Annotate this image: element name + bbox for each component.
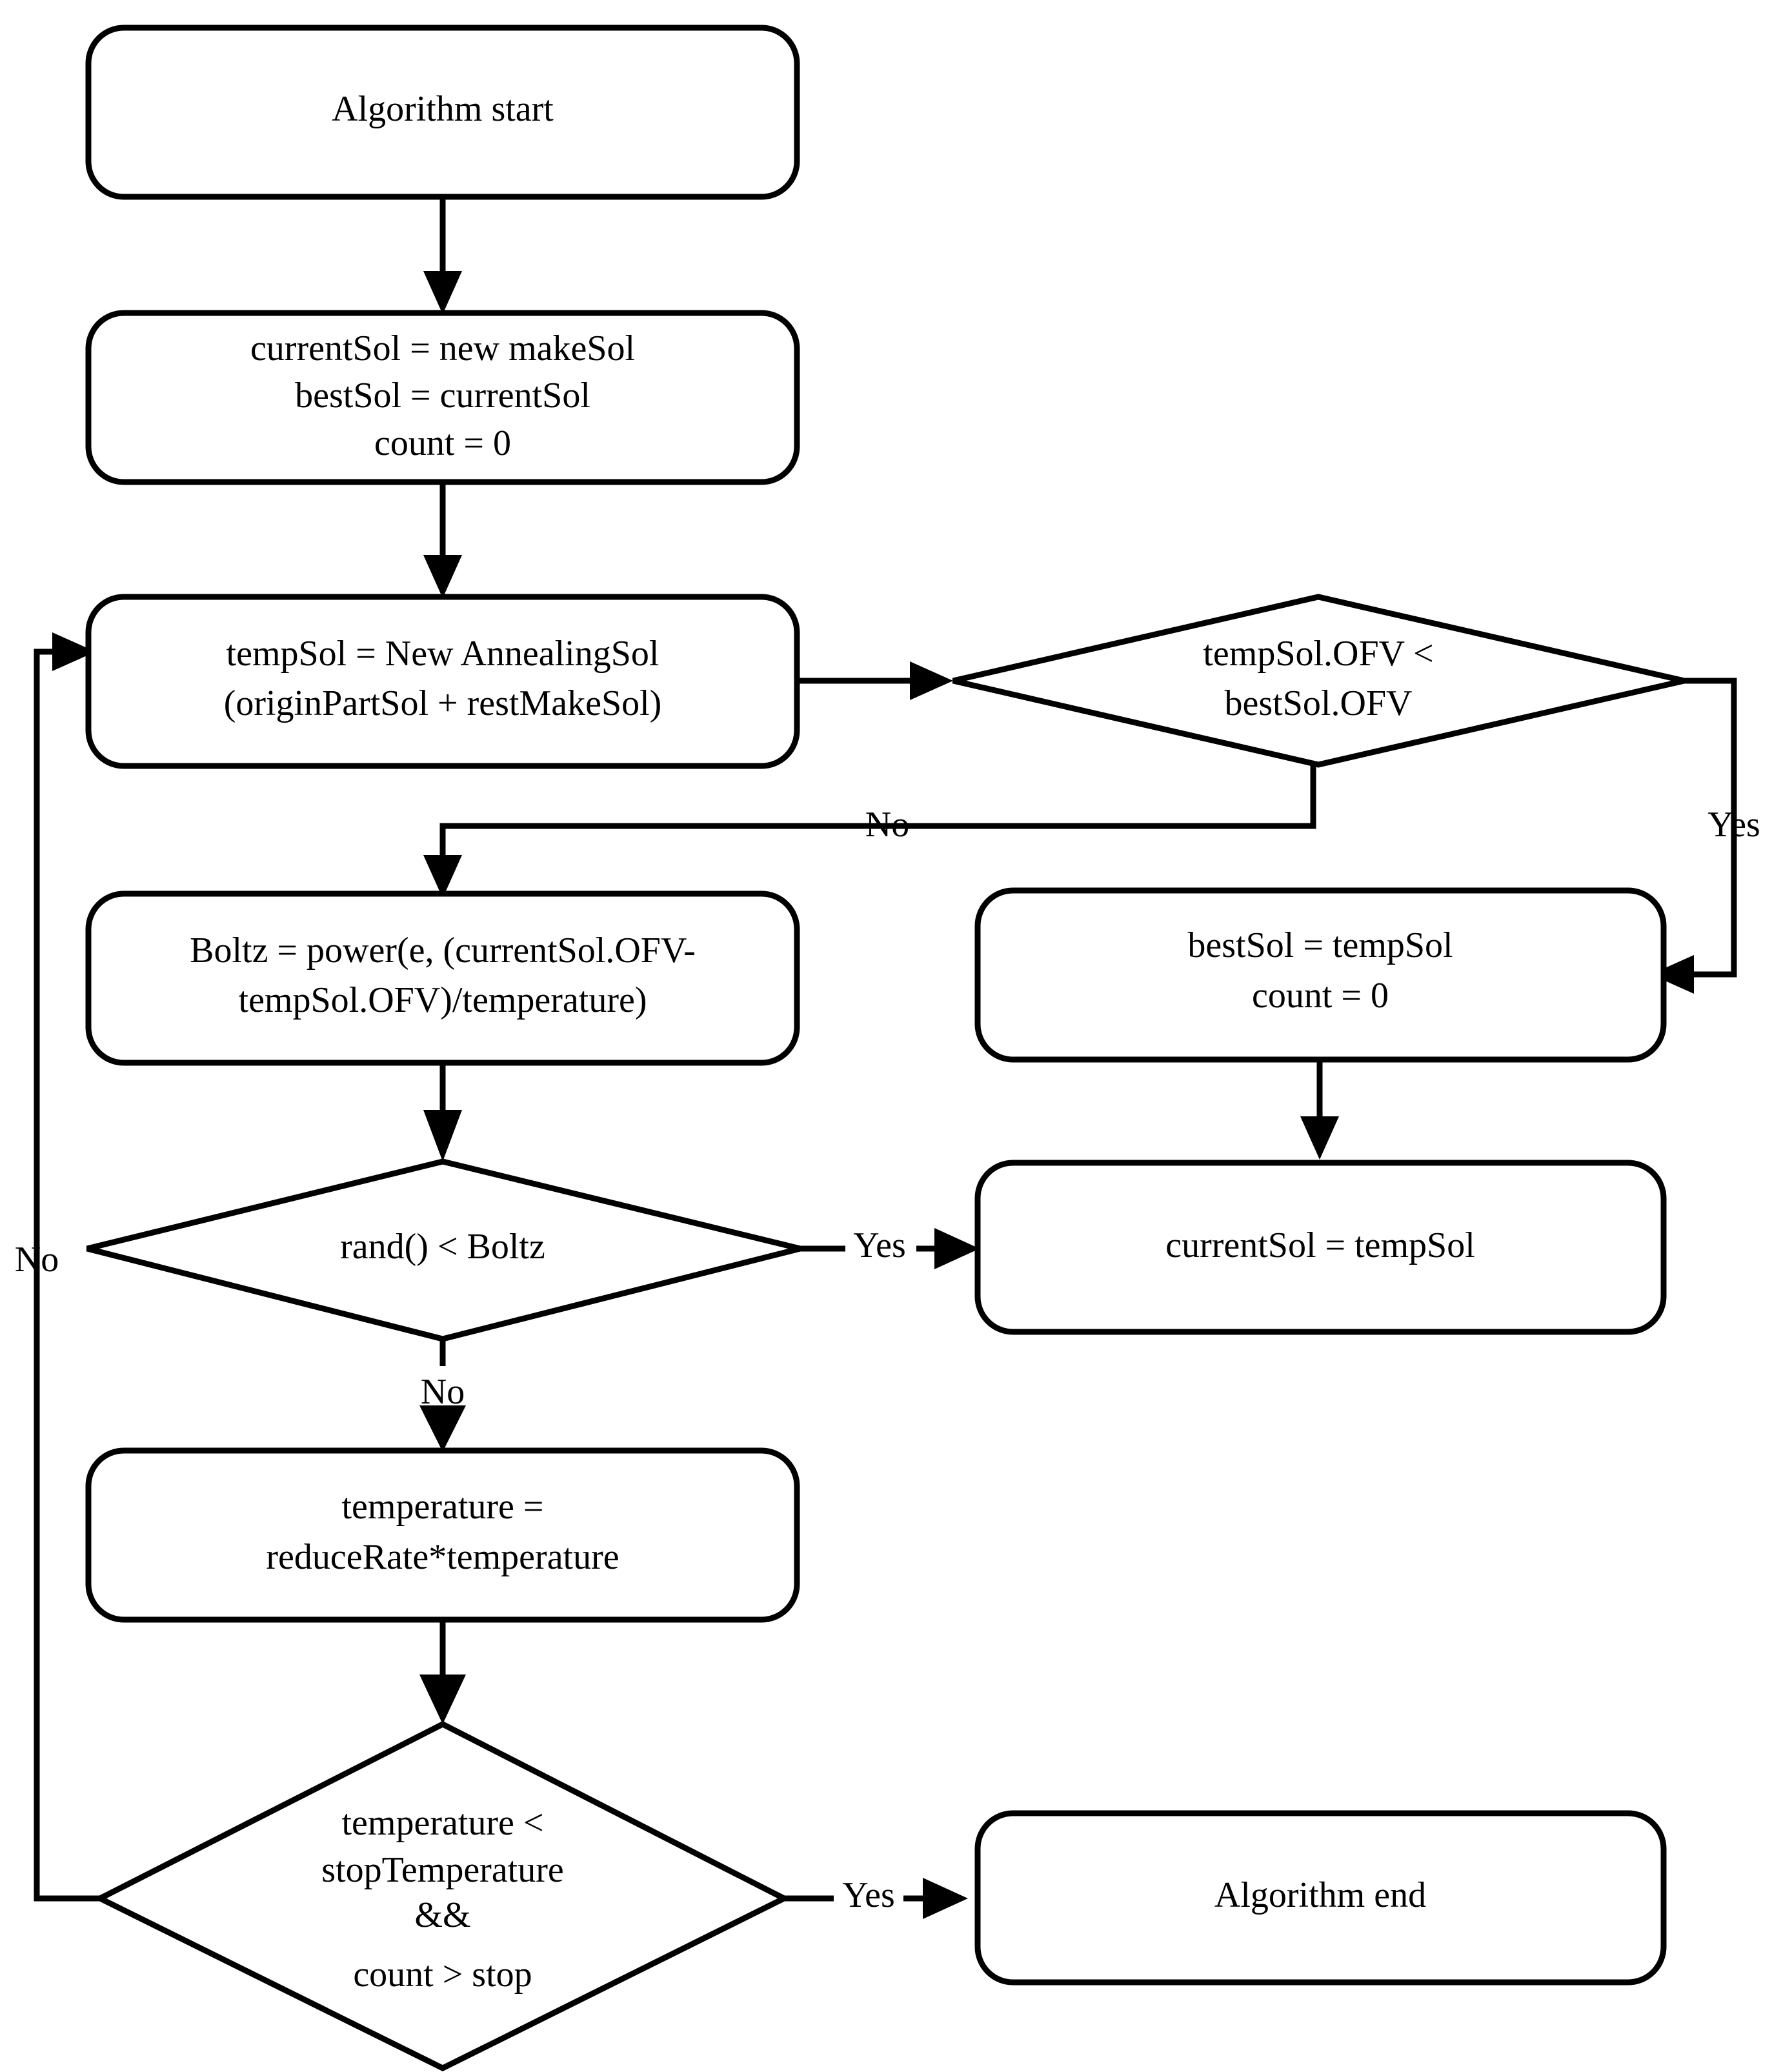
- node-compare-ofv-line-1: bestSol.OFV: [1225, 683, 1413, 723]
- edge-rand-no: [419, 1339, 466, 1452]
- node-update-best-shape[interactable]: [974, 887, 1667, 1063]
- node-update-best[interactable]: bestSol = tempSol count = 0: [974, 887, 1667, 1063]
- node-boltz-line-1: tempSol.OFV)/temperature): [239, 980, 647, 1020]
- node-compare-ofv-line-0: tempSol.OFV <: [1203, 634, 1433, 674]
- edge-temp-to-stop: [419, 1618, 466, 1724]
- edge-stop-yes: [784, 1878, 968, 1919]
- edge-start-to-init: [423, 197, 462, 314]
- edge-label-compare-yes: Yes: [1707, 805, 1760, 845]
- node-algorithm-start-line-0: Algorithm start: [332, 89, 554, 129]
- edge-label-stop-no: No: [15, 1240, 59, 1280]
- node-rand-check-shape[interactable]: [86, 1158, 801, 1342]
- edge-compare-yes: [1651, 678, 1737, 994]
- edge-label-rand-no: No: [421, 1372, 465, 1412]
- node-algorithm-start[interactable]: Algorithm start: [85, 25, 800, 200]
- node-algorithm-end[interactable]: Algorithm end: [974, 1810, 1667, 1986]
- node-compare-ofv[interactable]: tempSol.OFV < bestSol.OFV: [952, 594, 1686, 768]
- node-boltz-shape[interactable]: [85, 890, 800, 1066]
- edge-label-stop-yes: Yes: [842, 1875, 894, 1915]
- node-stop-check-shape[interactable]: [93, 1720, 791, 2072]
- node-stop-check-line-2: &&: [414, 1895, 470, 1935]
- node-rand-check[interactable]: rand() < Boltz: [86, 1158, 801, 1342]
- node-new-annealing-sol-line-1: (originPartSol + restMakeSol): [224, 683, 662, 723]
- node-initialize-line-0: currentSol = new makeSol: [250, 328, 635, 368]
- node-update-best-line-0: bestSol = tempSol: [1187, 925, 1453, 965]
- node-reduce-temperature-line-1: reduceRate*temperature: [266, 1537, 619, 1577]
- edge-label-rand-yes: Yes: [853, 1225, 905, 1265]
- edge-boltz-to-rand: [423, 1061, 462, 1162]
- edge-rand-yes: [800, 1228, 980, 1269]
- node-reduce-temperature-line-0: temperature =: [342, 1487, 544, 1527]
- edge-label-compare-no: No: [865, 805, 909, 845]
- edge-best-to-current: [1300, 1061, 1339, 1160]
- edge-init-to-annealing: [423, 481, 462, 598]
- node-new-annealing-sol-line-0: tempSol = New AnnealingSol: [227, 634, 659, 674]
- node-reduce-temperature-shape[interactable]: [85, 1447, 800, 1623]
- node-initialize-line-2: count = 0: [374, 423, 511, 463]
- edge-annealing-to-compare: [797, 661, 953, 700]
- edge-stop-no: [34, 632, 100, 1902]
- node-boltz-line-0: Boltz = power(e, (currentSol.OFV-: [190, 930, 696, 971]
- node-update-current-line-0: currentSol = tempSol: [1165, 1225, 1475, 1265]
- node-stop-check-line-1: stopTemperature: [321, 1850, 563, 1890]
- node-initialize-shape[interactable]: [85, 310, 800, 485]
- node-stop-check-line-3: count > stop: [353, 1955, 532, 1995]
- node-initialize-line-1: bestSol = currentSol: [295, 376, 590, 416]
- edge-compare-no: [423, 765, 1316, 898]
- node-update-best-line-1: count = 0: [1252, 976, 1389, 1016]
- node-new-annealing-sol[interactable]: tempSol = New AnnealingSol (originPartSo…: [85, 594, 800, 769]
- node-reduce-temperature[interactable]: temperature = reduceRate*temperature: [85, 1447, 800, 1623]
- node-stop-check[interactable]: temperature < stopTemperature && count >…: [93, 1720, 791, 2072]
- node-algorithm-start-shape[interactable]: [85, 25, 800, 200]
- node-compare-ofv-shape[interactable]: [952, 594, 1686, 768]
- node-new-annealing-sol-shape[interactable]: [85, 594, 800, 769]
- node-update-current-shape[interactable]: [974, 1160, 1667, 1335]
- node-algorithm-end-shape[interactable]: [974, 1810, 1667, 1986]
- node-stop-check-line-0: temperature <: [342, 1803, 544, 1843]
- node-rand-check-line-0: rand() < Boltz: [340, 1227, 545, 1267]
- node-update-current[interactable]: currentSol = tempSol: [974, 1160, 1667, 1335]
- node-boltz[interactable]: Boltz = power(e, (currentSol.OFV- tempSo…: [85, 890, 800, 1066]
- node-algorithm-end-line-0: Algorithm end: [1214, 1875, 1426, 1915]
- node-initialize[interactable]: currentSol = new makeSol bestSol = curre…: [85, 310, 800, 485]
